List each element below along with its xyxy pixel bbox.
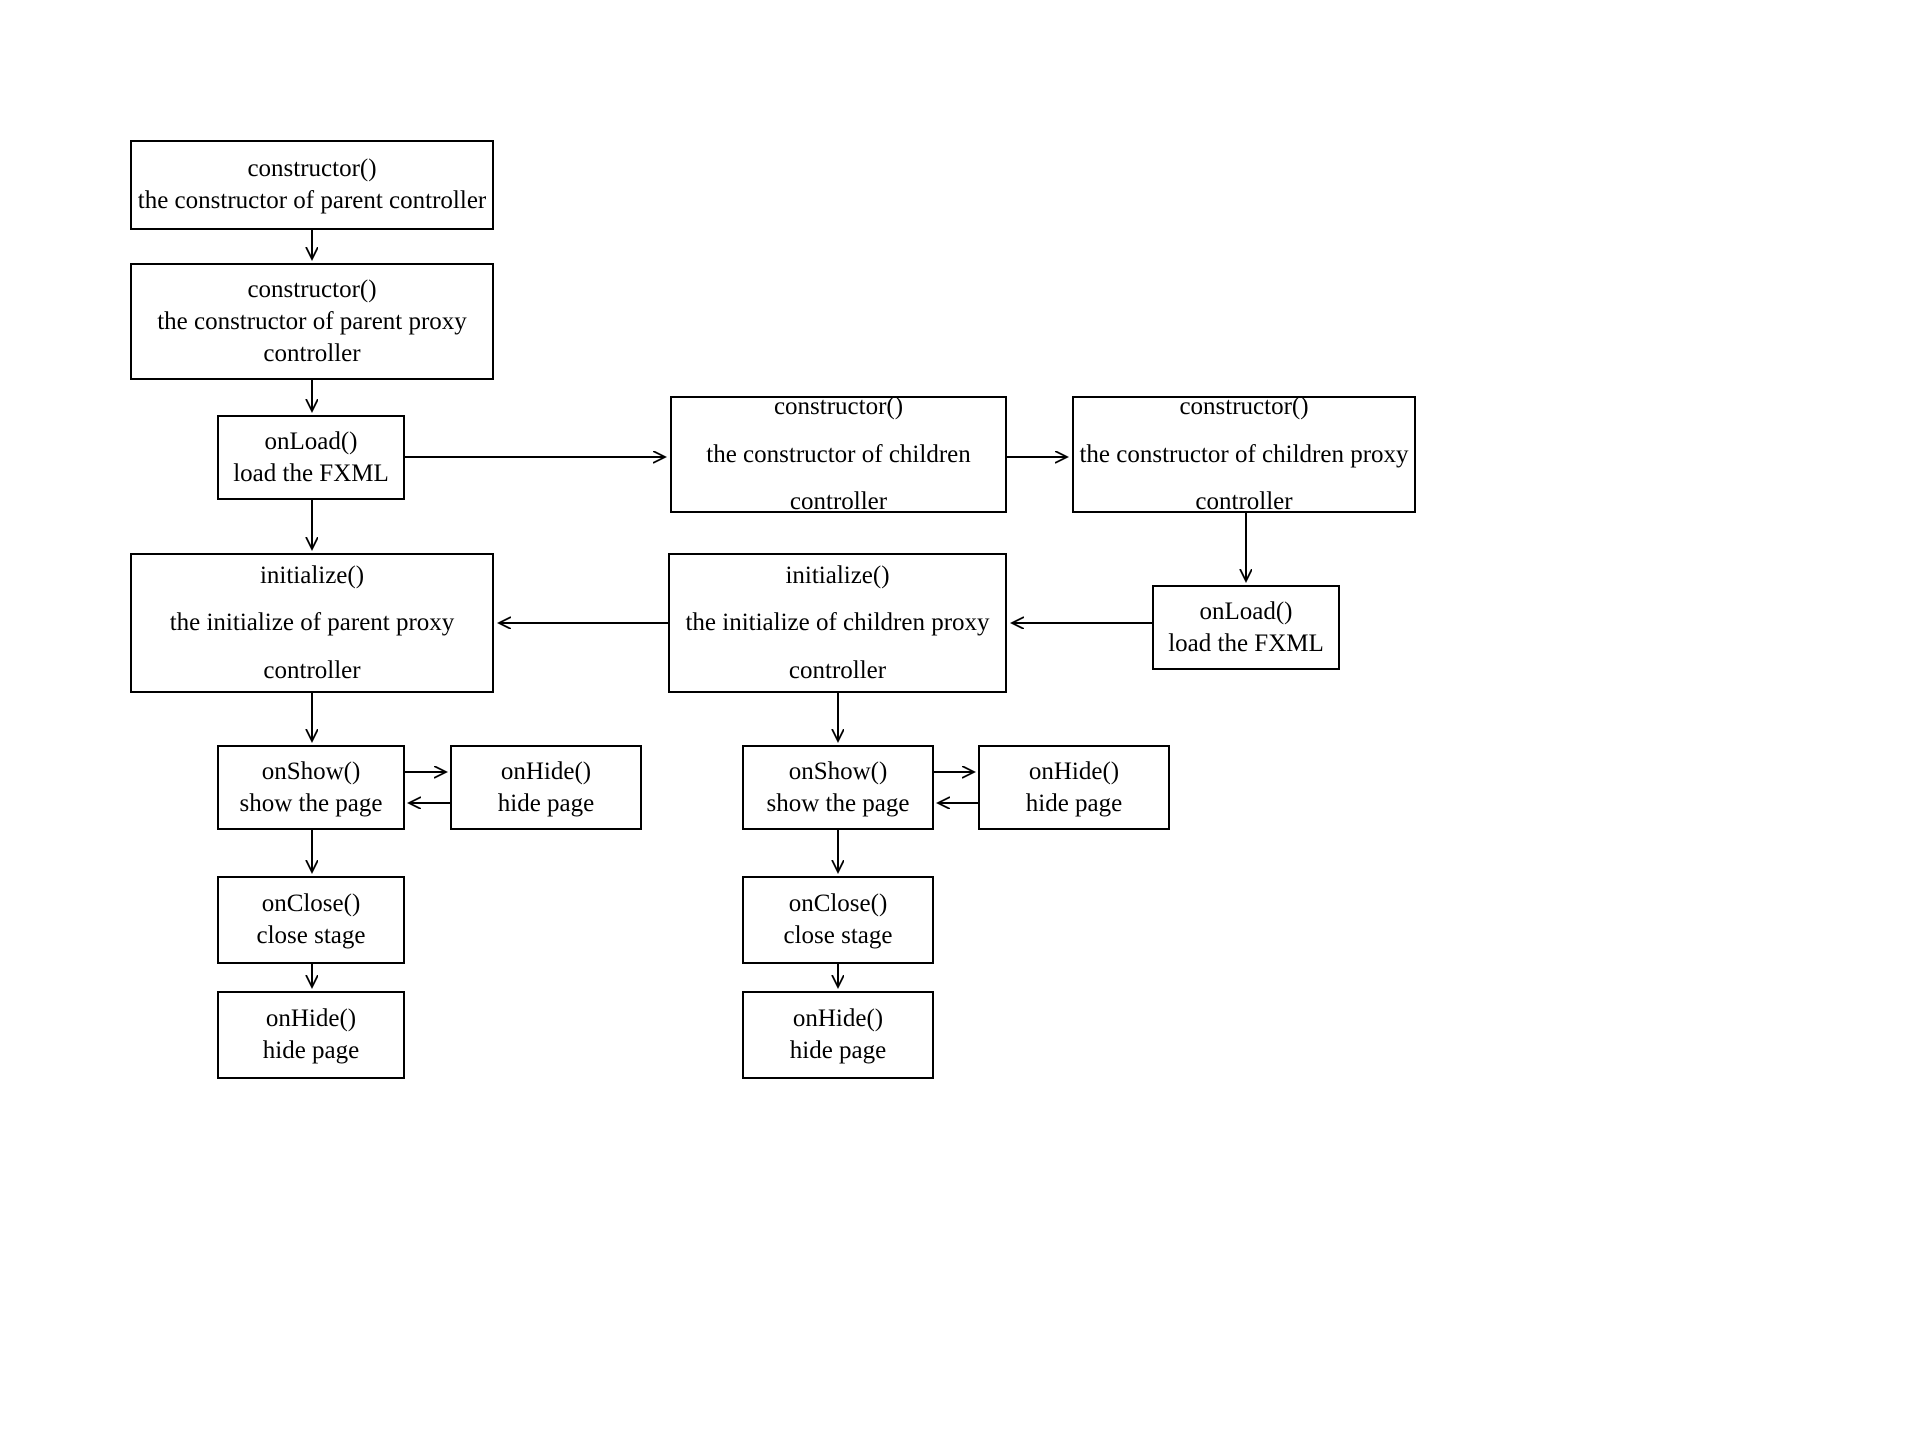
node-text-line: onHide() — [792, 1005, 884, 1032]
node-text-line: the constructor of children proxy — [1079, 440, 1409, 468]
node-text-line: controller — [789, 488, 888, 516]
children-onhide-loop: onHide() hide page — [978, 745, 1170, 830]
node-text-line: hide page — [1025, 789, 1123, 817]
children-onshow: onShow() show the page — [742, 745, 934, 830]
node-text-line: load the FXML — [1168, 629, 1324, 657]
node-text-line: load the FXML — [233, 459, 389, 487]
node-text-line: controller — [263, 656, 361, 684]
children-controller-constructor: constructor() the constructor of children… — [670, 393, 1007, 515]
children-onload: onLoad() load the FXML — [1152, 585, 1340, 670]
node-text-line: the initialize of parent proxy — [169, 609, 455, 637]
node-text-line: the initialize of children proxy — [685, 609, 990, 637]
node-text-line: onClose() — [788, 890, 888, 917]
node-text-line: initialize() — [259, 561, 365, 589]
parent-onhide-loop: onHide() hide page — [450, 745, 642, 830]
node-text-line: close stage — [256, 922, 366, 949]
children-proxy-initialize: initialize() the initialize of children p… — [668, 553, 1007, 693]
children-onclose: onClose() close stage — [742, 876, 934, 964]
node-text-line: the constructor of parent proxy — [157, 307, 467, 335]
node-text-line: hide page — [497, 789, 595, 817]
node-text-line: constructor() — [247, 275, 377, 303]
children-onhide-final: onHide() hide page — [742, 991, 934, 1079]
node-text-line: close stage — [783, 922, 893, 949]
node-text-line: controller — [788, 656, 887, 684]
node-text-line: show the page — [766, 789, 910, 817]
node-text-line: hide page — [789, 1037, 887, 1064]
node-text-line: onHide() — [500, 757, 592, 785]
node-text-line: controller — [263, 339, 361, 367]
node-text-line: controller — [1195, 488, 1293, 516]
parent-onclose: onClose() close stage — [217, 876, 405, 964]
parent-proxy-initialize: initialize() the initialize of parent pro… — [130, 553, 494, 693]
node-text-line: onLoad() — [1199, 597, 1293, 625]
node-text-line: hide page — [262, 1037, 360, 1064]
parent-onload: onLoad() load the FXML — [217, 415, 405, 500]
node-text-line: onHide() — [1028, 757, 1120, 785]
node-text-line: constructor() — [773, 393, 904, 421]
node-text-line: show the page — [239, 789, 383, 817]
node-text-line: initialize() — [785, 561, 890, 589]
parent-controller-constructor: constructor() the constructor of parent c… — [130, 140, 494, 230]
node-text-line: onHide() — [265, 1005, 357, 1032]
node-text-line: onShow() — [788, 757, 888, 785]
node-text-line: constructor() — [247, 155, 377, 182]
parent-proxy-controller-constructor: constructor() the constructor of parent p… — [130, 263, 494, 380]
node-text-line: constructor() — [1179, 393, 1309, 421]
children-proxy-controller-constructor: constructor() the constructor of children… — [1072, 393, 1416, 515]
node-text-line: onLoad() — [264, 427, 358, 455]
parent-onhide-final: onHide() hide page — [217, 991, 405, 1079]
node-text-line: onShow() — [261, 757, 361, 785]
node-text-line: the constructor of parent controller — [137, 187, 487, 214]
parent-onshow: onShow() show the page — [217, 745, 405, 830]
node-text-line: the constructor of children — [706, 440, 971, 468]
node-text-line: onClose() — [261, 890, 361, 917]
